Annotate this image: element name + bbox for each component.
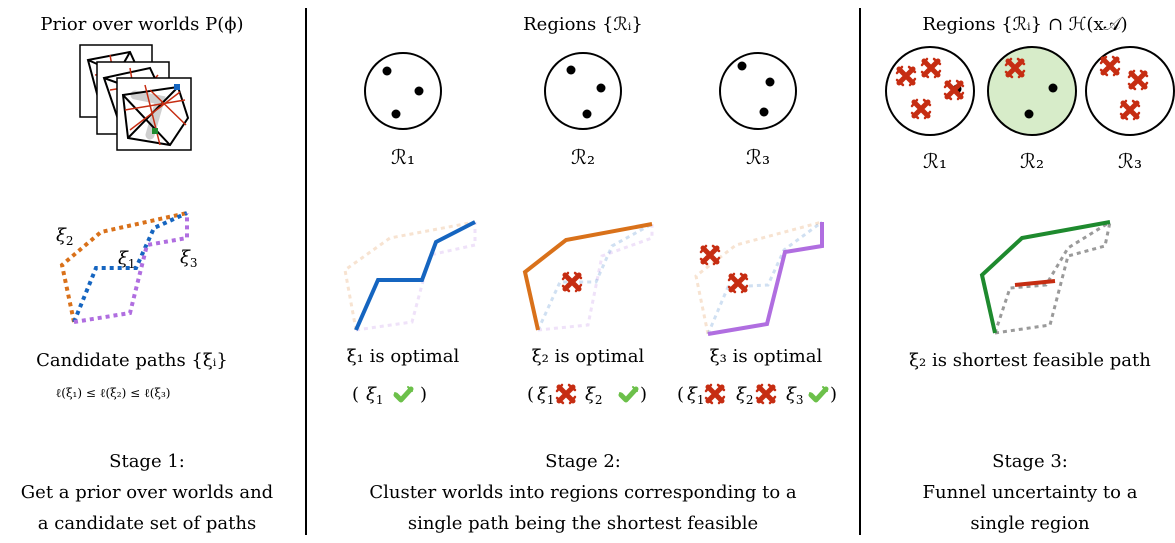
shortest-feasible-path-panel <box>979 220 1112 335</box>
world-map-stack <box>79 44 192 151</box>
panel-xi2-optimal <box>522 222 654 332</box>
path-length-ordering: ℓ(ξ₁) ≤ ℓ(ξ₂) ≤ ℓ(ξ₃) <box>56 386 171 400</box>
candidate-paths <box>59 211 189 324</box>
panel-xi1-optimal <box>343 220 477 332</box>
stage2-caption-line1: Stage 2: <box>545 451 621 472</box>
feasibility-row-3: ( ξ1 ξ2 ξ3 ) <box>677 384 837 407</box>
stage3-caption-line3: single region <box>970 513 1090 534</box>
candidate-paths-label: Candidate paths {ξᵢ} <box>36 350 228 371</box>
region-label-r3: ℛ₃ <box>746 145 770 169</box>
stage1-caption-line1: Stage 1: <box>109 451 185 472</box>
funnel-region-r3 <box>1085 46 1175 136</box>
stage3-title: Regions {ℛᵢ} ∩ ℋ(x𝒜) <box>922 14 1127 35</box>
region-label-r1: ℛ₁ <box>391 145 415 169</box>
funnel-region-label-r1: ℛ₁ <box>923 149 947 173</box>
svg-text:(: ( <box>527 384 534 405</box>
funnel-region-label-r2: ℛ₂ <box>1020 149 1044 173</box>
path-xi2 <box>59 211 188 323</box>
stage3-caption-line1: Stage 3: <box>992 451 1068 472</box>
shortest-feasible-label: ξ₂ is shortest feasible path <box>909 350 1151 371</box>
label-xi1: ξ1 <box>118 248 136 271</box>
svg-text:): ) <box>640 384 647 405</box>
stage1-title: Prior over worlds P(ϕ) <box>40 14 243 35</box>
funnel-region-label-r3: ℛ₃ <box>1118 149 1142 173</box>
svg-text:ξ1: ξ1 <box>687 384 705 407</box>
svg-text:(: ( <box>352 384 359 405</box>
feasibility-row-1: ( ξ1 ) <box>352 384 427 407</box>
optimal-label-xi1: ξ₁ is optimal <box>347 346 460 367</box>
region-r1 <box>364 52 442 130</box>
feasibility-row-2: ( ξ1 ξ2 ) <box>527 384 647 407</box>
region-label-r2: ℛ₂ <box>571 145 595 169</box>
funnel-region-r1 <box>885 46 975 136</box>
svg-text:ξ2: ξ2 <box>736 384 754 407</box>
funnel-region-r2-feasible <box>987 46 1077 136</box>
stage2-title: Regions {ℛᵢ} <box>523 14 643 35</box>
svg-text:(: ( <box>677 384 684 405</box>
stage2-caption-line2: Cluster worlds into regions correspondin… <box>369 482 797 503</box>
stage3-caption-line2: Funnel uncertainty to a <box>923 482 1138 503</box>
stage1-caption-line2: Get a prior over worlds and <box>21 482 273 503</box>
svg-text:): ) <box>420 384 427 405</box>
region-r3 <box>719 52 797 130</box>
label-xi2: ξ2 <box>56 225 74 248</box>
optimal-label-xi3: ξ₃ is optimal <box>710 346 823 367</box>
svg-text:ξ2: ξ2 <box>585 384 603 407</box>
panel-xi3-optimal <box>694 220 824 336</box>
label-xi3: ξ3 <box>180 247 198 270</box>
optimal-label-xi2: ξ₂ is optimal <box>532 346 645 367</box>
path-xi1 <box>72 211 188 323</box>
stage1-caption-line3: a candidate set of paths <box>38 513 256 534</box>
region-r2 <box>544 52 622 130</box>
svg-text:): ) <box>830 384 837 405</box>
stage2-caption-line3: single path being the shortest feasible <box>408 513 758 534</box>
svg-text:ξ1: ξ1 <box>366 384 384 407</box>
svg-text:ξ1: ξ1 <box>537 384 555 407</box>
svg-text:ξ3: ξ3 <box>786 384 804 407</box>
